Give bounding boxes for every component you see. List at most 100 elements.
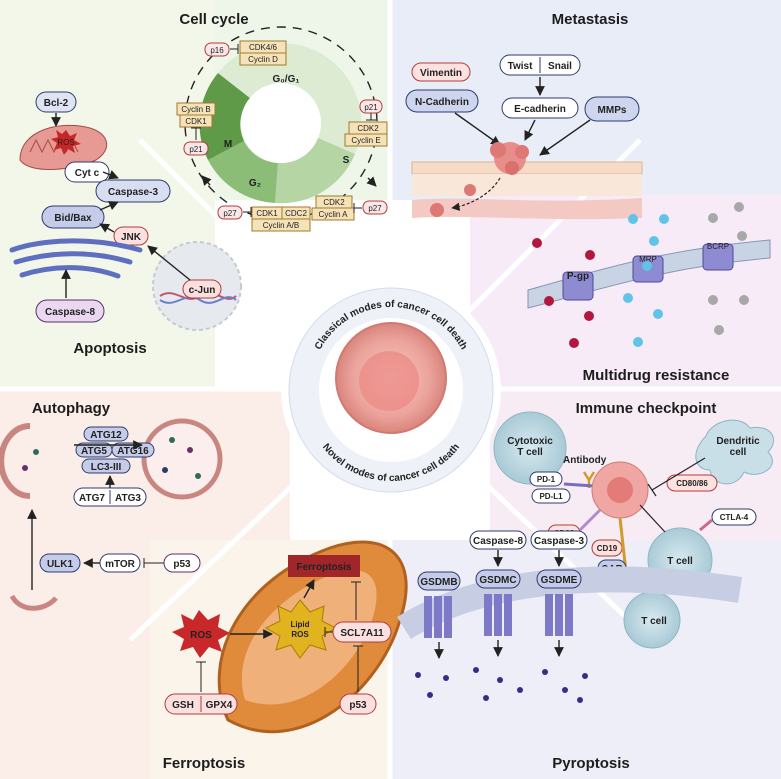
svg-text:ULK1: ULK1 (47, 559, 74, 570)
ros-burst-ferroptosis (172, 610, 230, 658)
twist-snail-node: Twist Snail (499, 54, 581, 76)
ulk1-node: ULK1 (39, 553, 81, 573)
svg-text:BCRP: BCRP (707, 242, 729, 251)
dendritic-line2: cell (730, 447, 747, 458)
gsdmb-pore: GSDMB (417, 571, 461, 659)
panel-mdr-bg (470, 195, 781, 389)
jnk-arrow (99, 223, 115, 233)
endoplasmic-reticulum (9, 238, 143, 279)
cdk1-cdc2-cyclinab-box: CDK1 CDC2 Cyclin A/B (251, 206, 311, 232)
svg-text:ATG16: ATG16 (117, 446, 149, 457)
p27-left-inhibitor: p27 (217, 205, 252, 220)
metastasis-title: Metastasis (552, 11, 629, 28)
phase-m-label: M (224, 139, 232, 150)
cytotoxic-t-cell (493, 411, 567, 485)
tissue-epithelium (411, 161, 643, 175)
svg-text:GPX4: GPX4 (206, 700, 233, 711)
ros-label-apoptosis: ROS (57, 138, 74, 147)
svg-text:SCL7A11: SCL7A11 (340, 628, 384, 639)
bcl2-node: Bcl-2 (35, 91, 77, 113)
lipid-ros-burst (264, 599, 338, 659)
svg-text:Caspase-3: Caspase-3 (108, 187, 158, 198)
p16-inhibitor: p16 (204, 42, 239, 57)
svg-text:PD-L1: PD-L1 (539, 492, 563, 501)
phagophore (0, 423, 31, 499)
cdk2-cyclina-box: CDK2 Cyclin A (311, 195, 355, 221)
phase-m (199, 73, 250, 160)
cdk46-cyclind-box: CDK4/6 Cyclin D (239, 40, 287, 66)
svg-text:Cyclin B: Cyclin B (181, 105, 210, 114)
mmps-node: MMPs (584, 96, 640, 122)
tumor-cell (505, 161, 519, 175)
svg-text:GSH: GSH (172, 700, 194, 711)
cd8086-node: CD80/86 (666, 474, 718, 492)
phase-s-label: S (343, 155, 350, 166)
svg-text:p21: p21 (364, 103, 378, 112)
drug-molecules (532, 202, 749, 348)
p21-left-inhibitor: p21 (183, 141, 209, 156)
tumor-cell (515, 145, 529, 159)
dna-strand (159, 296, 237, 304)
dendritic-inhibit-line (651, 457, 706, 491)
mmps-arrow (539, 119, 591, 156)
svg-text:CDK1: CDK1 (185, 117, 207, 126)
autophagosome (141, 418, 223, 500)
lipid-ros-line1: Lipid (290, 620, 309, 629)
mdr-title: Multidrug resistance (583, 367, 730, 384)
svg-text:p27: p27 (368, 204, 382, 213)
released-contents (415, 667, 588, 703)
svg-text:Bid/Bax: Bid/Bax (54, 213, 92, 224)
blood-vessel (412, 198, 642, 220)
lipidros-to-ferroptosis-arrow (303, 579, 315, 599)
cjun-node: c-Jun (182, 279, 222, 299)
tissue-stroma (412, 174, 642, 196)
tcell2-inhibit-line (639, 504, 666, 533)
p53-ferroptosis-node: p53 (339, 645, 377, 715)
svg-text:Twist: Twist (508, 61, 533, 72)
cell-cycle-title: Cell cycle (179, 11, 248, 28)
atg-complex: ATG12 ATG5 ATG16 LC3-III (75, 426, 155, 474)
pd1-pdl1-link (563, 482, 595, 488)
cytc-node: Cyt c (64, 161, 110, 183)
ctla4-node: CTLA-4 (711, 508, 757, 526)
svg-text:Caspase-8: Caspase-8 (473, 536, 523, 547)
apoptosis-title: Apoptosis (73, 340, 146, 357)
vimentin-node: Vimentin (411, 62, 471, 82)
dendritic-line1: Dendritic (716, 436, 760, 447)
ferroptosis-title: Ferroptosis (163, 755, 246, 772)
divider (128, 448, 332, 642)
cycle-arrow (366, 176, 377, 187)
svg-text:ATG7: ATG7 (79, 493, 105, 504)
svg-text:GSDME: GSDME (541, 575, 578, 586)
svg-text:MMPs: MMPs (598, 105, 627, 116)
antibody-label: Antibody (563, 455, 607, 466)
svg-text:mTOR: mTOR (105, 559, 136, 570)
inhibit-bar (647, 483, 657, 497)
svg-text:CDC2: CDC2 (285, 209, 307, 218)
svg-text:E-cadherin: E-cadherin (514, 104, 566, 115)
svg-text:p27: p27 (223, 209, 237, 218)
svg-text:p53: p53 (173, 559, 191, 570)
svg-text:Caspase-3: Caspase-3 (534, 536, 584, 547)
svg-text:ATG5: ATG5 (81, 446, 107, 457)
cdk2-cycline-box: CDK2 Cyclin E (344, 121, 388, 147)
dendritic-cell (695, 419, 774, 485)
svg-text:Ferroptosis: Ferroptosis (296, 562, 351, 573)
svg-text:Snail: Snail (548, 61, 572, 72)
gsh-gpx4-node: GSH GPX4 (164, 661, 238, 715)
p27-right-inhibitor: p27 (353, 200, 388, 215)
caspase3-pyro-node: Caspase-3 (530, 530, 588, 567)
t-cell-1-label: T cell (641, 616, 667, 627)
svg-text:N-Cadherin: N-Cadherin (415, 97, 469, 108)
ecad-arrow (524, 119, 536, 141)
divider (138, 138, 332, 332)
ncad-arrow (454, 112, 501, 146)
svg-text:Cyclin A/B: Cyclin A/B (263, 221, 299, 230)
autophagy-title: Autophagy (32, 400, 111, 417)
svg-text:c-Jun: c-Jun (189, 285, 216, 296)
pyroptosis-title: Pyroptosis (552, 755, 630, 772)
svg-text:MRP: MRP (639, 255, 657, 264)
cycle-arrow (201, 175, 212, 186)
